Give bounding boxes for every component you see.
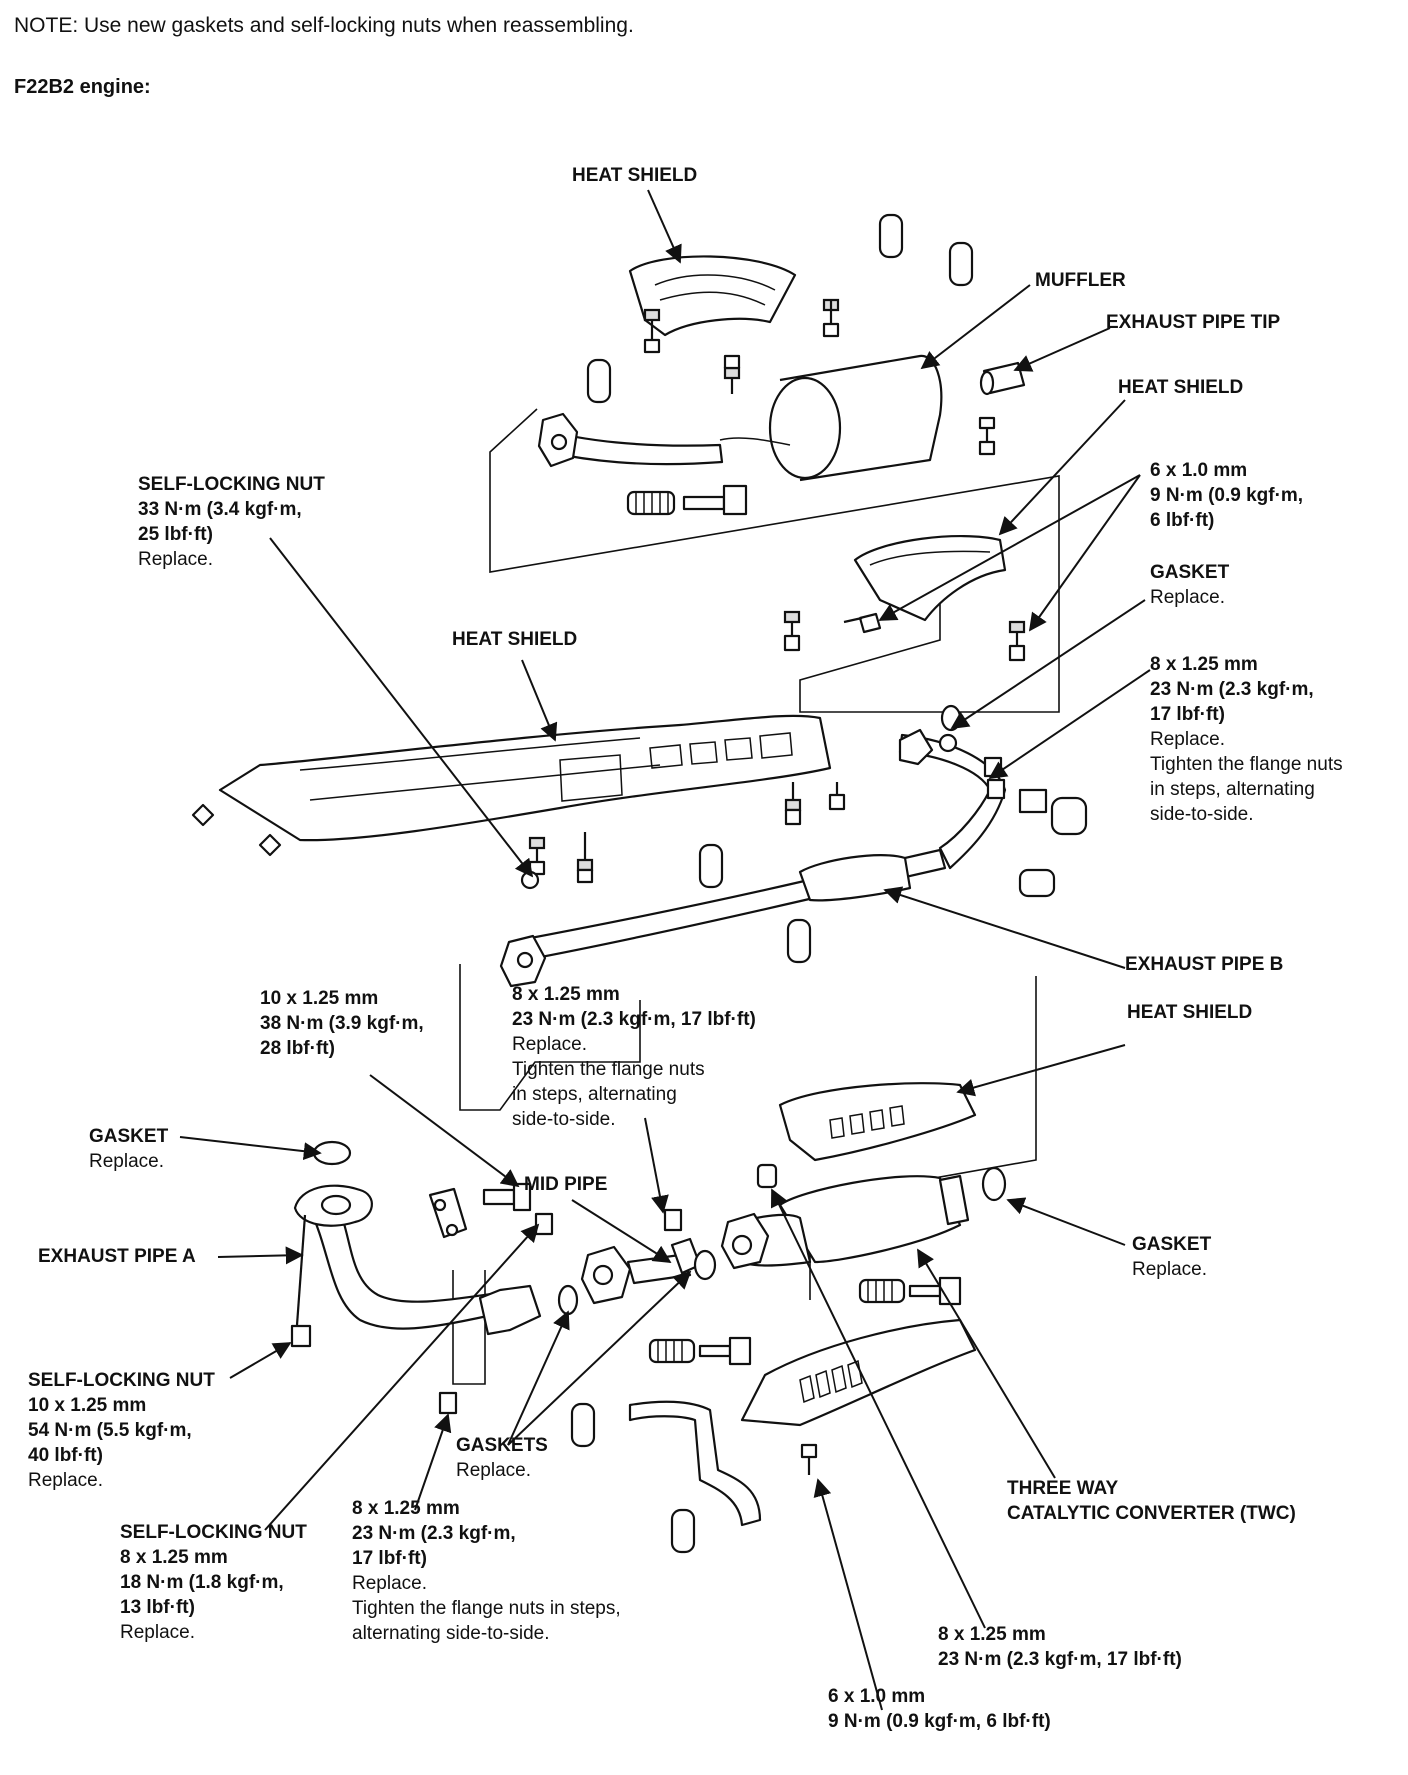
heat-shield-bolts-top <box>643 298 996 456</box>
label-self-locking-nut-lower-left: SELF-LOCKING NUT 10 x 1.25 mm 54 N·m (5.… <box>28 1370 215 1491</box>
label-gasket-right: GASKET Replace. <box>1132 1234 1212 1280</box>
label-flange-nut-middle: 8 x 1.25 mm 23 N·m (2.3 kgf·m, 17 lbf·ft… <box>512 984 756 1130</box>
label-self-locking-nut-bottom: SELF-LOCKING NUT 8 x 1.25 mm 18 N·m (1.8… <box>120 1522 307 1643</box>
label-twc: THREE WAY CATALYTIC CONVERTER (TWC) <box>1007 1478 1296 1524</box>
upper-heat-shield <box>628 255 797 337</box>
bracket-lower <box>628 1400 818 1527</box>
label-mid-pipe: MID PIPE <box>524 1174 608 1195</box>
label-heat-shield-middle: HEAT SHIELD <box>452 629 578 650</box>
label-flange-nut-right: 8 x 1.25 mm 23 N·m (2.3 kgf·m, 17 lbf·ft… <box>1150 654 1343 825</box>
exhaust-pipe-b <box>499 728 1048 988</box>
rear-heat-shield-bolts <box>783 610 1026 662</box>
spring-bolt-top <box>626 484 748 516</box>
three-way-catalytic-converter <box>720 1163 970 1270</box>
label-heat-shield-lower: HEAT SHIELD <box>1127 1002 1253 1023</box>
leader-lines <box>179 189 1151 1711</box>
label-exhaust-pipe-tip: EXHAUST PIPE TIP <box>1106 312 1281 333</box>
twc-springs <box>648 1276 962 1366</box>
center-heat-shield <box>218 714 832 842</box>
exhaust-pipe-a <box>290 1184 542 1348</box>
label-self-locking-nut-upper: SELF-LOCKING NUT 33 N·m (3.4 kgf·m, 25 l… <box>138 474 325 570</box>
twc-heat-shield <box>778 1082 977 1162</box>
label-gaskets: GASKETS Replace. <box>456 1435 548 1481</box>
lower-heat-shield-floor <box>740 1318 977 1427</box>
label-gasket-left: GASKET Replace. <box>89 1126 169 1172</box>
mid-pipe <box>557 1237 717 1316</box>
label-exhaust-pipe-a: EXHAUST PIPE A <box>38 1246 196 1267</box>
label-flange-nut-bottom: 8 x 1.25 mm 23 N·m (2.3 kgf·m, 17 lbf·ft… <box>352 1498 621 1644</box>
label-muffler: MUFFLER <box>1035 270 1126 291</box>
label-bolt-10x125: 10 x 1.25 mm 38 N·m (3.9 kgf·m, 28 lbf·f… <box>260 988 424 1059</box>
reassembly-note: NOTE: Use new gaskets and self-locking n… <box>14 14 634 37</box>
label-heat-shield-top: HEAT SHIELD <box>572 165 698 186</box>
label-gasket-top-right: GASKET Replace. <box>1150 562 1230 608</box>
label-exhaust-pipe-b: EXHAUST PIPE B <box>1125 954 1284 975</box>
rear-heat-shield <box>853 535 1007 622</box>
label-heat-shield-right: HEAT SHIELD <box>1118 377 1244 398</box>
muffler <box>537 354 1026 482</box>
label-bolt-6x10-top: 6 x 1.0 mm 9 N·m (0.9 kgf·m, 6 lbf·ft) <box>1150 460 1304 531</box>
label-bolt-6x10-bottom: 6 x 1.0 mm 9 N·m (0.9 kgf·m, 6 lbf·ft) <box>828 1686 1051 1732</box>
label-bolt-8x125-bottom: 8 x 1.25 mm 23 N·m (2.3 kgf·m, 17 lbf·ft… <box>938 1624 1182 1670</box>
rubber-hangers <box>570 213 1088 1554</box>
engine-heading: F22B2 engine: <box>14 76 151 98</box>
